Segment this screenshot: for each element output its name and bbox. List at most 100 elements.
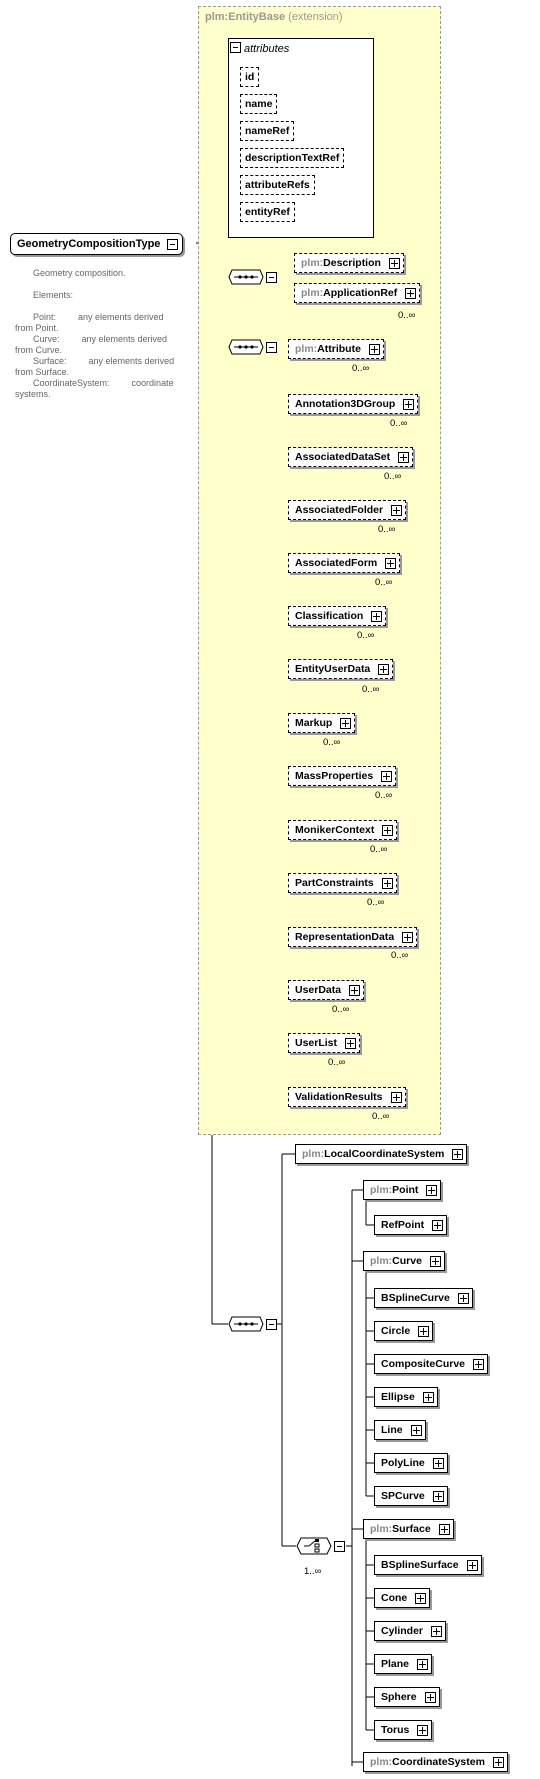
- element-compositecurve[interactable]: CompositeCurve: [374, 1354, 489, 1374]
- expand-icon[interactable]: [345, 1038, 357, 1049]
- expand-icon[interactable]: [422, 1392, 434, 1403]
- expand-icon[interactable]: [418, 1326, 430, 1337]
- expand-icon[interactable]: [402, 932, 414, 943]
- expand-icon[interactable]: [426, 1185, 438, 1196]
- element-applicationref[interactable]: plm:ApplicationRef: [294, 283, 421, 303]
- collapse-icon[interactable]: [334, 1541, 345, 1552]
- attribute[interactable]: descriptionTextRef: [240, 148, 345, 168]
- element-associateddataset[interactable]: AssociatedDataSet: [288, 447, 414, 467]
- element-localcoordinatesystem[interactable]: plm:LocalCoordinateSystem: [295, 1144, 468, 1164]
- expand-icon[interactable]: [382, 825, 394, 836]
- expand-icon[interactable]: [424, 1692, 436, 1703]
- element-plane[interactable]: Plane: [374, 1654, 433, 1674]
- expand-icon[interactable]: [457, 1293, 469, 1304]
- element-entityuserdata[interactable]: EntityUserData: [288, 659, 394, 679]
- collapse-icon[interactable]: [266, 272, 277, 283]
- attribute[interactable]: attributeRefs: [240, 175, 315, 195]
- element-torus[interactable]: Torus: [374, 1720, 433, 1740]
- sequence-group-2[interactable]: [228, 339, 277, 355]
- element-name: Classification: [295, 610, 364, 622]
- element-name: Annotation3DGroup: [295, 398, 396, 410]
- element-cone[interactable]: Cone: [374, 1588, 431, 1608]
- expand-icon[interactable]: [452, 1149, 464, 1160]
- element-markup[interactable]: Markup: [288, 713, 356, 733]
- expand-icon[interactable]: [473, 1359, 485, 1370]
- element-validationresults[interactable]: ValidationResults: [288, 1087, 406, 1107]
- expand-icon[interactable]: [381, 771, 393, 782]
- sequence-group-1[interactable]: [228, 269, 277, 285]
- element-refpoint[interactable]: RefPoint: [374, 1215, 448, 1235]
- expand-icon[interactable]: [410, 1425, 422, 1436]
- element-partconstraints[interactable]: PartConstraints: [288, 873, 397, 893]
- collapse-icon[interactable]: [167, 239, 179, 250]
- element-massproperties[interactable]: MassProperties: [288, 766, 397, 786]
- element-name: Attribute: [317, 343, 361, 355]
- expand-icon[interactable]: [417, 1725, 429, 1736]
- expand-icon[interactable]: [403, 399, 415, 410]
- element-surface[interactable]: plm:Surface: [363, 1519, 454, 1539]
- element-classification[interactable]: Classification: [288, 606, 387, 626]
- element-associatedform[interactable]: AssociatedForm: [288, 553, 401, 573]
- element-sphere[interactable]: Sphere: [374, 1687, 440, 1707]
- expand-icon[interactable]: [432, 1458, 444, 1469]
- expand-icon[interactable]: [391, 505, 403, 516]
- collapse-icon[interactable]: [266, 1319, 277, 1330]
- collapse-icon[interactable]: [230, 42, 241, 53]
- element-annotation3dgroup[interactable]: Annotation3DGroup: [288, 394, 419, 414]
- expand-icon[interactable]: [438, 1524, 450, 1535]
- element-line[interactable]: Line: [374, 1420, 426, 1440]
- element-bsplinesurface[interactable]: BSplineSurface: [374, 1555, 482, 1575]
- element-userdata[interactable]: UserData: [288, 980, 365, 1000]
- element-ellipse[interactable]: Ellipse: [374, 1387, 438, 1407]
- element-curve[interactable]: plm:Curve: [363, 1251, 445, 1271]
- expand-icon[interactable]: [381, 878, 393, 889]
- element-name: SPCurve: [381, 1490, 425, 1502]
- element-description[interactable]: plm:Description: [294, 253, 404, 273]
- choice-compositor[interactable]: [296, 1537, 345, 1555]
- attribute[interactable]: nameRef: [240, 121, 295, 141]
- expand-icon[interactable]: [371, 611, 383, 622]
- expand-icon[interactable]: [432, 1491, 444, 1502]
- expand-icon[interactable]: [466, 1560, 478, 1571]
- element-associatedfolder[interactable]: AssociatedFolder: [288, 500, 407, 520]
- expand-icon[interactable]: [378, 664, 390, 675]
- cardinality: 0..∞: [375, 790, 393, 801]
- expand-icon[interactable]: [390, 1092, 402, 1103]
- expand-icon[interactable]: [431, 1626, 443, 1637]
- element-circle[interactable]: Circle: [374, 1321, 434, 1341]
- element-name: Surface: [392, 1523, 431, 1535]
- element-point[interactable]: plm:Point: [363, 1180, 442, 1200]
- cardinality: 0..∞: [390, 418, 408, 429]
- attribute[interactable]: id: [240, 67, 260, 87]
- root-type[interactable]: GeometryCompositionType: [10, 233, 184, 255]
- element-monikercontext[interactable]: MonikerContext: [288, 820, 398, 840]
- expand-icon[interactable]: [405, 288, 417, 299]
- expand-icon[interactable]: [385, 558, 397, 569]
- expand-icon[interactable]: [340, 718, 352, 729]
- attribute[interactable]: entityRef: [240, 202, 295, 222]
- element-cylinder[interactable]: Cylinder: [374, 1621, 447, 1641]
- attributes-heading[interactable]: attributes: [230, 41, 289, 55]
- attribute[interactable]: name: [240, 94, 278, 114]
- element-attribute[interactable]: plm:Attribute: [288, 339, 384, 359]
- expand-icon[interactable]: [415, 1593, 427, 1604]
- expand-icon[interactable]: [432, 1220, 444, 1231]
- expand-icon[interactable]: [417, 1659, 429, 1670]
- expand-icon[interactable]: [398, 452, 410, 463]
- sequence-group-3[interactable]: [228, 1316, 277, 1332]
- expand-icon[interactable]: [492, 1757, 504, 1768]
- element-name: RepresentationData: [295, 931, 395, 943]
- expand-icon[interactable]: [388, 258, 400, 269]
- element-bsplinecurve[interactable]: BSplineCurve: [374, 1288, 473, 1308]
- expand-icon[interactable]: [349, 985, 361, 996]
- expand-icon[interactable]: [368, 344, 380, 355]
- element-name: Torus: [381, 1724, 410, 1736]
- element-coordinatesystem[interactable]: plm:CoordinateSystem: [363, 1752, 508, 1772]
- element-userlist[interactable]: UserList: [288, 1033, 361, 1053]
- element-representationdata[interactable]: RepresentationData: [288, 927, 418, 947]
- element-spcurve[interactable]: SPCurve: [374, 1486, 448, 1506]
- expand-icon[interactable]: [429, 1256, 441, 1267]
- collapse-icon[interactable]: [266, 342, 277, 353]
- element-polyline[interactable]: PolyLine: [374, 1453, 448, 1473]
